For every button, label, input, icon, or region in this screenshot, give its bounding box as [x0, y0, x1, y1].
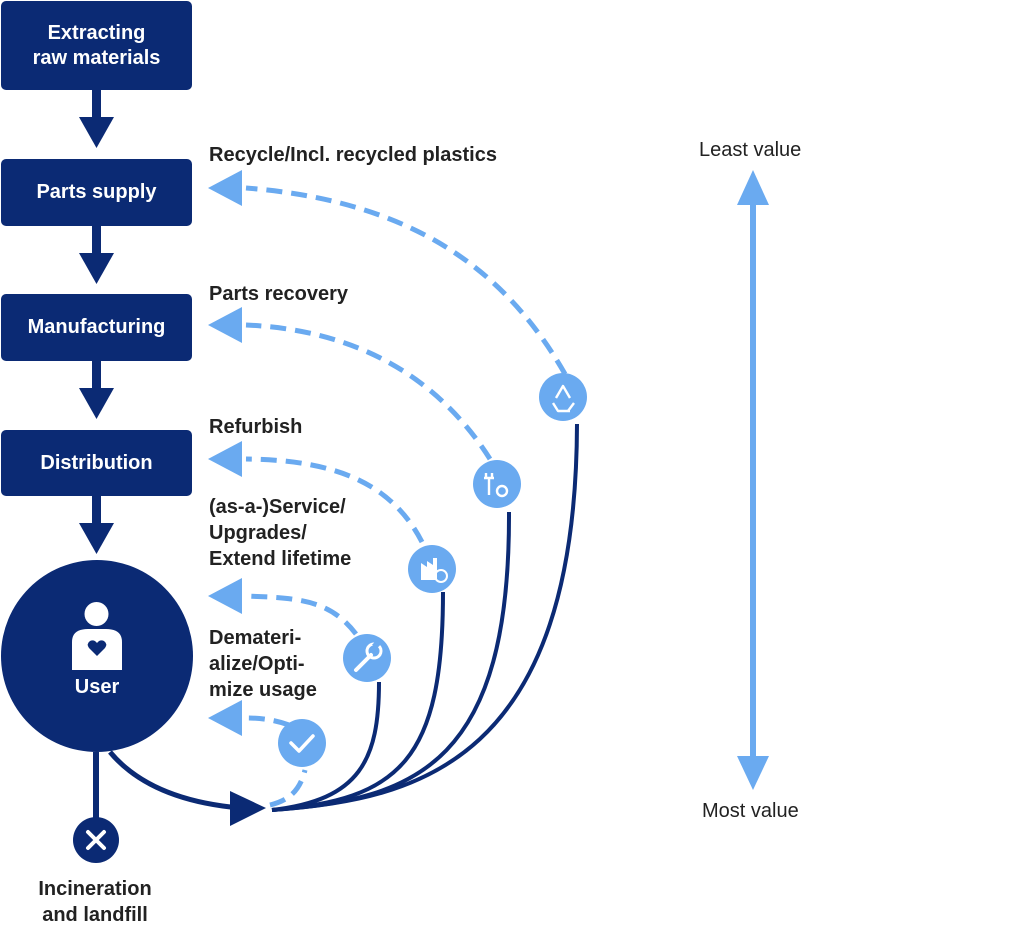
label-service: (as-a-)Service/ Upgrades/ Extend lifetim… [209, 494, 351, 572]
user-outflow-arrowhead [230, 791, 266, 826]
stage-extracting-line2: raw materials [32, 46, 161, 69]
stage-parts-supply-box: Parts supply [1, 159, 192, 226]
value-scale-arrow [737, 170, 769, 790]
wrench-icon [343, 634, 391, 682]
label-dematerialize: Demateri- alize/Opti- mize usage [209, 625, 317, 703]
checkmark-icon [278, 719, 326, 767]
user-label: User [74, 676, 120, 698]
loop-curves [245, 185, 568, 808]
label-service-line3: Extend lifetime [209, 548, 352, 570]
parts-icon [473, 460, 521, 508]
stage-distribution-box: Distribution [1, 430, 192, 496]
label-service-line1: (as-a-)Service/ [209, 496, 346, 518]
stage-distribution-label: Distribution [40, 451, 153, 474]
stage-extracting-box: Extracting raw materials [1, 1, 192, 90]
close-icon [73, 817, 119, 863]
label-refurbish: Refurbish [209, 416, 303, 438]
flow-arrows [79, 90, 114, 554]
label-dematerialize-line1: Demateri- [209, 627, 302, 649]
user-heart-icon [72, 602, 122, 670]
label-end-of-life: Incineration and landfill [0, 876, 190, 928]
stage-parts-supply-label: Parts supply [36, 181, 157, 203]
label-recycle: Recycle/Incl. recycled plastics [209, 144, 497, 166]
label-end-of-life-line2: and landfill [42, 904, 148, 926]
label-parts-recovery: Parts recovery [209, 283, 348, 305]
stage-manufacturing-label: Manufacturing [27, 316, 166, 338]
stage-manufacturing-box: Manufacturing [1, 294, 192, 361]
stage-extracting-line1: Extracting [47, 21, 146, 44]
label-dematerialize-line3: mize usage [209, 679, 317, 701]
label-end-of-life-line1: Incineration [38, 878, 152, 900]
value-scale-bottom-label: Most value [702, 800, 799, 822]
return-curves [271, 423, 579, 812]
label-dematerialize-line2: alize/Opti- [209, 653, 305, 675]
refurbish-icon [408, 545, 456, 593]
loop-arrowheads [208, 170, 242, 736]
recycle-icon [539, 373, 587, 421]
user-outflow-curve [108, 750, 241, 811]
label-service-line2: Upgrades/ [209, 522, 307, 544]
value-scale-top-label: Least value [699, 139, 802, 161]
